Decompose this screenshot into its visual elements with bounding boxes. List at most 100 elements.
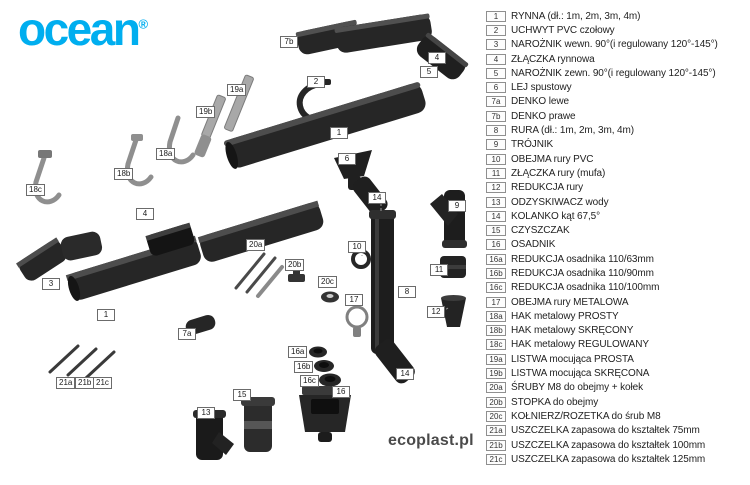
legend-item-number: 10 [486,153,506,165]
part-spare-gaskets [48,344,116,380]
diagram-callout-21c: 21c [93,377,112,389]
legend-item-label: HAK metalowy REGULOWANY [511,339,649,351]
part-gutter-connector [145,222,195,256]
part-screws-m8 [234,252,284,298]
legend-item-label: OBEJMA rury PVC [511,153,594,165]
diagram-callout-21a: 21a [56,377,76,389]
legend-item: 21c USZCZELKA zapasowa do kształtek 125mm [486,452,746,466]
part-mounting-strip-twisted [194,94,226,158]
legend-item-label: ZŁĄCZKA rynnowa [511,53,595,65]
legend-item: 7a DENKO lewe [486,95,746,109]
legend-item-label: ODZYSKIWACZ wody [511,196,609,208]
legend-item-number: 7a [486,96,506,108]
diagram-callout-18a: 18a [156,148,176,160]
diagram-callout-14: 14 [396,368,414,380]
part-rosette [321,291,339,303]
brand-logo: ocean® [18,6,148,52]
part-metal-hook-adjustable [32,150,62,205]
legend-item-label: USZCZELKA zapasowa do kształtek 75mm [511,425,700,437]
diagram-callout-19a: 19a [227,84,247,96]
part-gutter-top-right [334,13,469,80]
legend-item-number: 20c [486,410,506,422]
legend-item: 10 OBEJMA rury PVC [486,152,746,166]
legend-item-number: 4 [486,53,506,65]
part-pipe-clamp-metal [345,305,369,337]
legend-item-label: NAROŻNIK wewn. 90°(i regulowany 120°-145… [511,39,718,51]
legend-item-label: HAK metalowy SKRĘCONY [511,325,634,337]
legend-item-label: USZCZELKA zapasowa do kształtek 100mm [511,439,706,451]
part-gutter-upper [223,82,426,169]
legend-item-number: 2 [486,24,506,36]
legend-item-number: 12 [486,182,506,194]
part-water-collector [193,410,234,460]
legend-item-number: 9 [486,139,506,151]
part-corner-inner [16,231,103,281]
part-gutter-lower-2 [197,200,324,262]
legend-item-label: LISTWA mocująca PROSTA [511,353,634,365]
legend-item-number: 20a [486,382,506,394]
legend-item-number: 16a [486,253,506,265]
part-basin-reducer-63 [309,346,327,358]
legend-item: 19b LISTWA mocująca SKRĘCONA [486,366,746,380]
legend-item-label: OBEJMA rury METALOWA [511,296,629,308]
diagram-callout-20c: 20c [318,276,337,288]
legend-item-label: TRÓJNIK [511,139,554,151]
legend-item-number: 18a [486,310,506,322]
legend-item-label: USZCZELKA zapasowa do kształtek 125mm [511,453,706,465]
diagram-callout-16b: 16b [294,361,314,373]
legend-item-label: LISTWA mocująca SKRĘCONA [511,368,650,380]
part-pipe-reducer [441,295,466,327]
diagram-callout-11: 11 [430,264,448,276]
legend-item-number: 16b [486,267,506,279]
legend-item-label: HAK metalowy PROSTY [511,310,619,322]
legend-item: 20c KOŁNIERZ/ROZETKA do śrub M8 [486,409,746,423]
part-basin-reducer-100 [319,373,341,387]
diagram-callout-7b: 7b [280,36,298,48]
diagram-callout-20a: 20a [246,239,266,251]
part-downpipe [369,210,396,354]
diagram-callout-16a: 16a [288,346,308,358]
diagram-callout-8: 8 [398,286,416,298]
diagram-callout-15: 15 [233,389,251,401]
legend-item-label: DENKO lewe [511,96,569,108]
legend-item-number: 19b [486,368,506,380]
legend-item-label: STOPKA do obejmy [511,396,599,408]
diagram-callout-18b: 18b [114,168,134,180]
diagram-callout-19b: 19b [196,106,216,118]
legend-item-number: 11 [486,167,506,179]
diagram-callout-4: 4 [428,52,446,64]
diagram-callout-20b: 20b [285,259,305,271]
legend-item-label: DENKO prawe [511,110,576,122]
diagram-callout-21b: 21b [75,377,95,389]
legend-item-number: 16c [486,282,506,294]
legend-item-label: LEJ spustowy [511,82,572,94]
legend-item-label: OSADNIK [511,239,556,251]
legend-item-label: RYNNA (dł.: 1m, 2m, 3m, 4m) [511,10,641,22]
diagram-callout-10: 10 [348,241,366,253]
registered-trademark-symbol: ® [138,16,149,32]
diagram-callout-1: 1 [330,127,348,139]
legend-item-number: 8 [486,125,506,137]
legend-item-label: KOŁNIERZ/ROZETKA do śrub M8 [511,410,661,422]
legend-item-number: 21c [486,453,506,465]
website-text: ecoplast.pl [388,432,474,449]
diagram-callout-6: 6 [338,153,356,165]
diagram-callout-7a: 7a [178,328,196,340]
